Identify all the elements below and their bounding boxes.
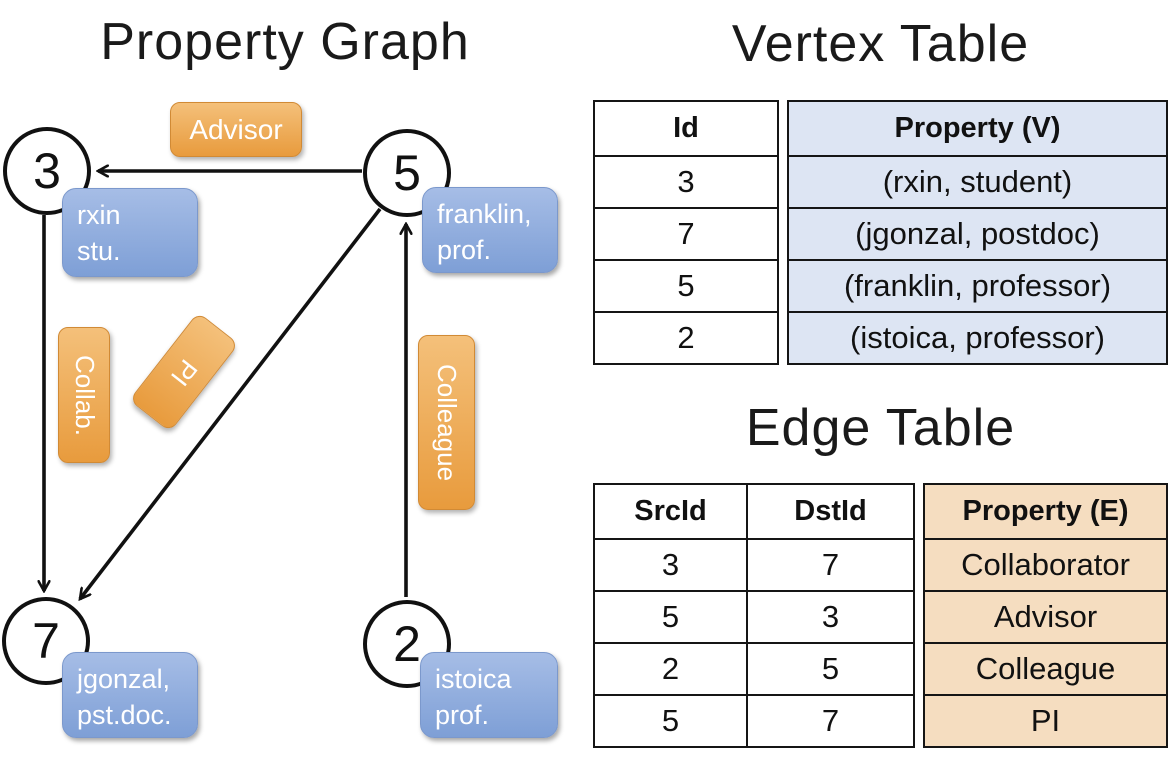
vertex-property-box-2: istoica prof. bbox=[420, 652, 558, 738]
cell-srcid: 5 bbox=[593, 694, 748, 748]
vertex-table-id-column: Id 3 7 5 2 bbox=[593, 100, 779, 365]
vertex-property-line: franklin, bbox=[437, 199, 532, 229]
table-row: 2 bbox=[593, 311, 779, 365]
vertex-property-line: istoica bbox=[435, 664, 512, 694]
graph-node-2: 2 bbox=[363, 600, 451, 688]
vertex-table-property-column: Property (V) (rxin, student) (jgonzal, p… bbox=[787, 100, 1168, 365]
vertex-property-box-3: rxin stu. bbox=[62, 188, 198, 277]
cell-edge-property: Colleague bbox=[923, 642, 1168, 696]
cell-property: (rxin, student) bbox=[787, 155, 1168, 209]
vertex-property-line: rxin bbox=[77, 200, 121, 230]
vertex-table: Id 3 7 5 2 Property (V) (rxin, student) … bbox=[593, 100, 1168, 365]
cell-id: 5 bbox=[593, 259, 779, 313]
edge-label-collab: Collab. bbox=[58, 327, 110, 463]
graph-edges bbox=[0, 0, 570, 760]
edge-pi-5-to-7 bbox=[80, 207, 382, 599]
cell-dstid: 3 bbox=[746, 590, 915, 644]
table-row: (rxin, student) bbox=[787, 155, 1168, 209]
table-row: 7 bbox=[593, 207, 779, 261]
cell-id: 7 bbox=[593, 207, 779, 261]
edge-label-colleague-text: Colleague bbox=[432, 363, 462, 482]
vertex-table-header-property: Property (V) bbox=[787, 100, 1168, 157]
cell-id: 2 bbox=[593, 311, 779, 365]
table-row: Colleague bbox=[923, 642, 1168, 696]
cell-srcid: 5 bbox=[593, 590, 748, 644]
cell-property: (jgonzal, postdoc) bbox=[787, 207, 1168, 261]
vertex-property-box-7: jgonzal, pst.doc. bbox=[62, 652, 198, 738]
cell-property: (franklin, professor) bbox=[787, 259, 1168, 313]
node-2-id: 2 bbox=[393, 616, 421, 672]
table-row: 5 3 bbox=[593, 590, 915, 644]
edge-table-title: Edge Table bbox=[745, 399, 1016, 457]
edge-table: SrcId DstId 3 7 5 3 2 5 5 7 Property (E)… bbox=[593, 483, 1168, 748]
cell-dstid: 7 bbox=[746, 538, 915, 592]
vertex-property-line: pst.doc. bbox=[77, 700, 172, 731]
edge-label-collab-text: Collab. bbox=[69, 354, 100, 436]
table-row: 5 bbox=[593, 259, 779, 313]
table-row: 3 bbox=[593, 155, 779, 209]
cell-srcid: 2 bbox=[593, 642, 748, 696]
table-row: PI bbox=[923, 694, 1168, 748]
vertex-table-header-id: Id bbox=[593, 100, 779, 157]
vertex-property-line: prof. bbox=[437, 235, 492, 266]
table-row: (istoica, professor) bbox=[787, 311, 1168, 365]
vertex-property-line: stu. bbox=[77, 236, 121, 267]
property-graph-title: Property Graph bbox=[100, 13, 470, 71]
edge-label-pi-text: PI bbox=[165, 353, 204, 392]
edge-table-header-property: Property (E) bbox=[923, 483, 1168, 540]
edge-table-property-column: Property (E) Collaborator Advisor Collea… bbox=[923, 483, 1168, 748]
vertex-property-line: jgonzal, bbox=[77, 664, 171, 694]
edge-label-advisor: Advisor bbox=[170, 102, 302, 157]
table-row: 5 7 bbox=[593, 694, 915, 748]
edge-label-colleague: Colleague bbox=[418, 335, 475, 510]
cell-edge-property: Collaborator bbox=[923, 538, 1168, 592]
vertex-property-line: prof. bbox=[435, 700, 490, 731]
table-row: Advisor bbox=[923, 590, 1168, 644]
edge-table-header-srcid: SrcId bbox=[593, 483, 748, 540]
cell-dstid: 7 bbox=[746, 694, 915, 748]
table-row: (jgonzal, postdoc) bbox=[787, 207, 1168, 261]
cell-property: (istoica, professor) bbox=[787, 311, 1168, 365]
node-3-id: 3 bbox=[33, 143, 61, 199]
vertex-table-title: Vertex Table bbox=[731, 15, 1030, 73]
graph-node-5: 5 bbox=[363, 129, 451, 217]
node-7-id: 7 bbox=[32, 613, 60, 669]
edge-table-id-columns: SrcId DstId 3 7 5 3 2 5 5 7 bbox=[593, 483, 915, 748]
node-5-id: 5 bbox=[393, 145, 421, 201]
cell-edge-property: Advisor bbox=[923, 590, 1168, 644]
cell-srcid: 3 bbox=[593, 538, 748, 592]
table-row: Collaborator bbox=[923, 538, 1168, 592]
cell-id: 3 bbox=[593, 155, 779, 209]
table-row: (franklin, professor) bbox=[787, 259, 1168, 313]
vertex-property-box-5: franklin, prof. bbox=[422, 187, 558, 273]
edge-table-header-dstid: DstId bbox=[746, 483, 915, 540]
cell-edge-property: PI bbox=[923, 694, 1168, 748]
table-row: 3 7 bbox=[593, 538, 915, 592]
cell-dstid: 5 bbox=[746, 642, 915, 696]
table-row: 2 5 bbox=[593, 642, 915, 696]
